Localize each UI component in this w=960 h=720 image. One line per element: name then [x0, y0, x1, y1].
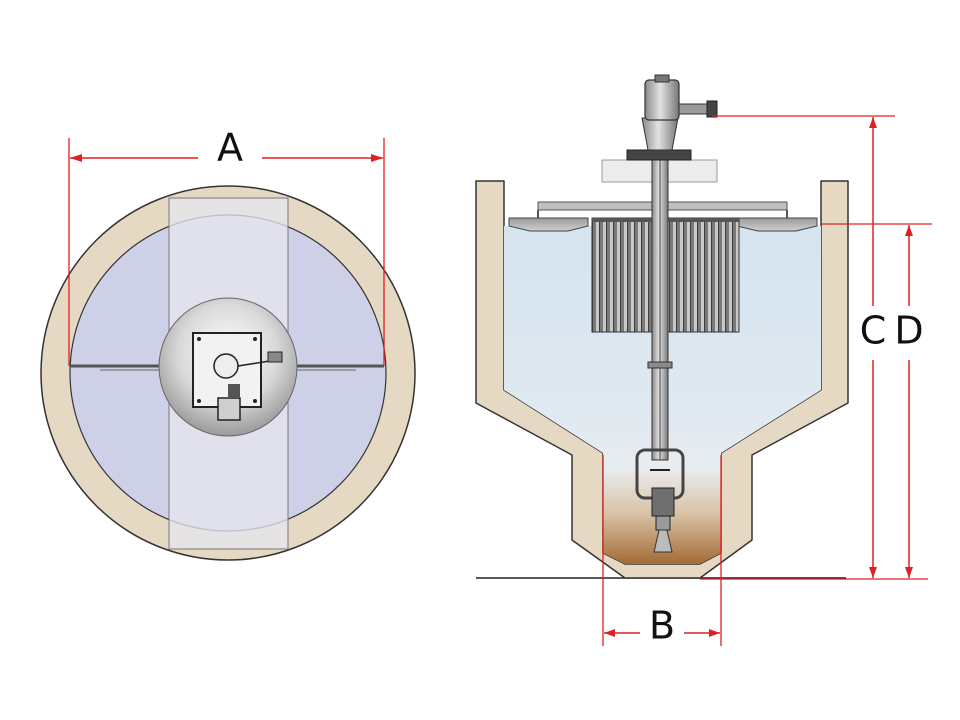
weir-trough-left: [508, 217, 589, 232]
dimension-c: C: [700, 115, 928, 580]
dim-d-arrow-bottom: [905, 567, 913, 578]
dimension-label-d: D: [894, 309, 923, 353]
dimension-label-c: C: [860, 309, 887, 353]
plan-view: [40, 185, 416, 561]
plan-bolt-3: [197, 399, 201, 403]
sludge-pump: [651, 487, 675, 517]
plan-bolt-4: [253, 399, 257, 403]
plan-bolt-1: [197, 337, 201, 341]
drive-motor-cap: [654, 74, 670, 83]
dimension-label-b: B: [649, 604, 675, 648]
drive-gear-cone: [641, 117, 679, 151]
plan-drive-coupling: [267, 351, 283, 363]
weir-trough-right: [736, 217, 818, 232]
shaft-coupling: [647, 361, 673, 369]
plan-drive-motor: [213, 353, 239, 379]
dim-b-arrow-right: [709, 629, 720, 637]
dim-c-arrow-bottom: [869, 567, 877, 578]
dim-a-arrow-left: [70, 154, 82, 162]
drive-motor: [644, 79, 680, 121]
drive-outlet-pipe: [678, 103, 710, 115]
dimension-b: B: [602, 455, 722, 648]
plan-gearbox: [217, 397, 241, 421]
drive-outlet-flange: [706, 100, 718, 118]
dim-d-arrow-top: [905, 225, 913, 236]
suction-cone: [653, 529, 673, 553]
dimension-a: A: [68, 126, 385, 366]
plan-bolt-2: [253, 337, 257, 341]
dimension-d: D: [821, 223, 932, 578]
dim-b-arrow-left: [604, 629, 615, 637]
dim-c-arrow-top: [869, 117, 877, 128]
dim-a-arrow-right: [371, 154, 383, 162]
plan-gearbox-body: [228, 384, 240, 398]
dimension-label-a: A: [217, 126, 243, 170]
drive-mount-plate: [626, 149, 692, 161]
section-view: [475, 74, 849, 579]
pump-body: [655, 515, 671, 531]
